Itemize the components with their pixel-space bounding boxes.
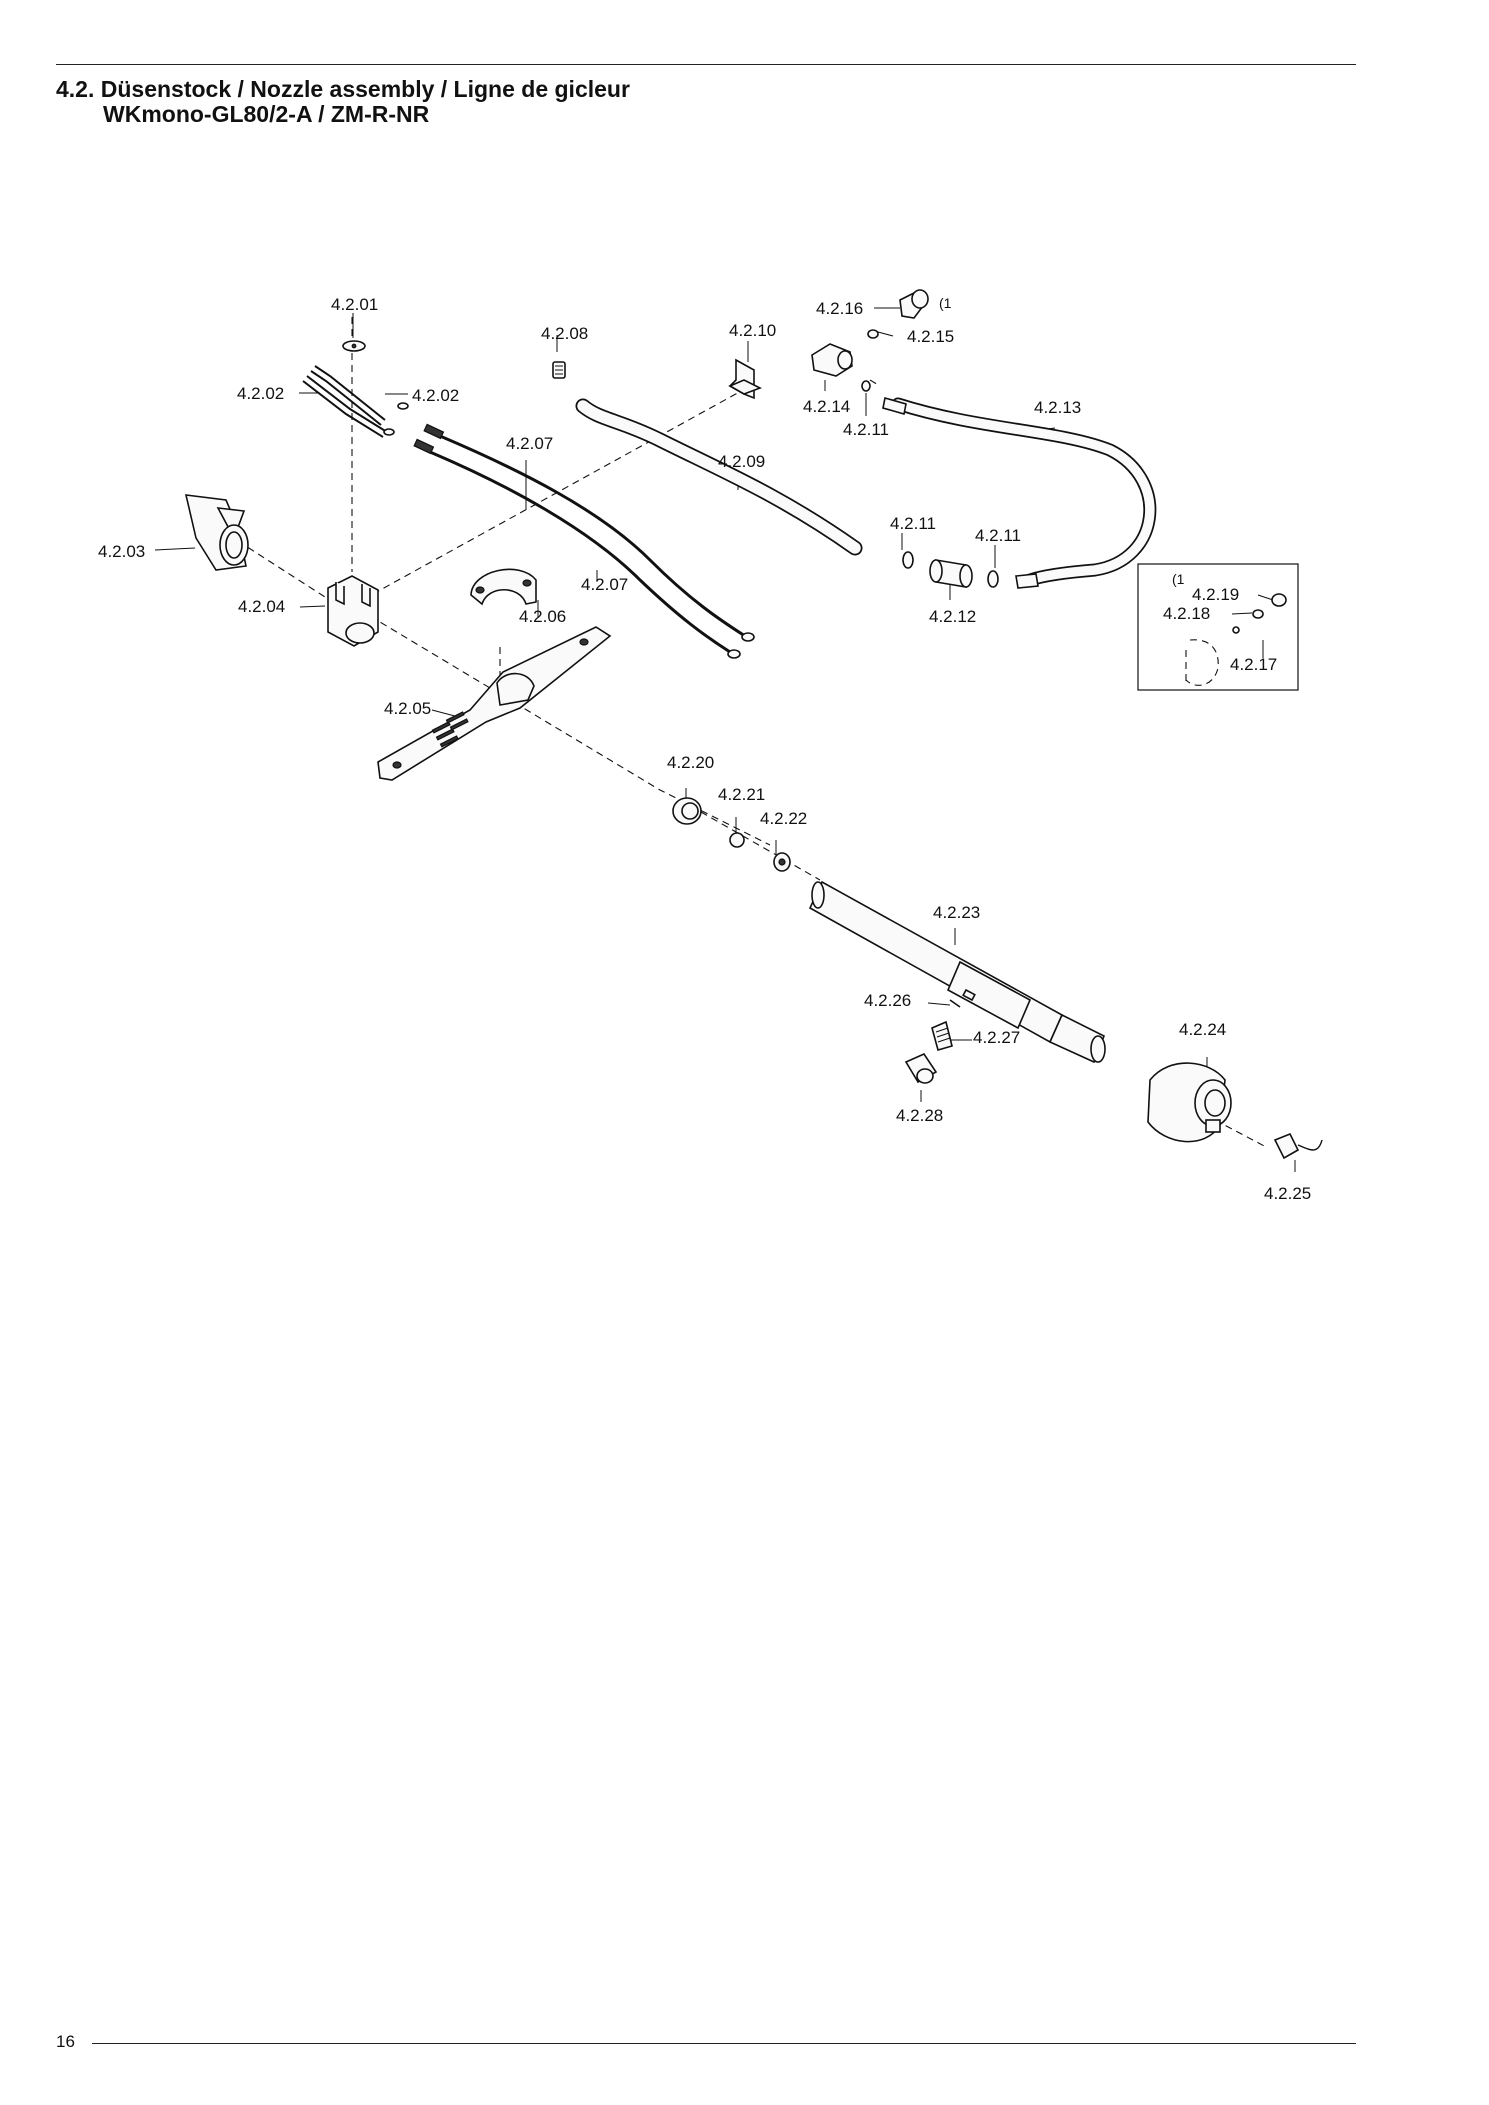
- label-4224: 4.2.24: [1179, 1020, 1226, 1039]
- footnote-marker-top: (1: [939, 295, 952, 311]
- label-4216: 4.2.16: [816, 299, 863, 318]
- fitting-4216: [899, 289, 929, 319]
- top-rule: [56, 64, 1356, 65]
- angle-bracket-4210: [728, 358, 762, 400]
- fitting-4228: [904, 1052, 938, 1084]
- oil-hose-4213: [882, 396, 1157, 589]
- label-4207-top: 4.2.07: [506, 434, 553, 453]
- seal-ring-4211-left: [902, 551, 914, 569]
- bottom-rule: [92, 2043, 1356, 2044]
- label-4201: 4.2.01: [331, 295, 378, 314]
- label-4223: 4.2.23: [933, 903, 980, 922]
- label-4209: 4.2.09: [718, 452, 765, 471]
- label-4212: 4.2.12: [929, 607, 976, 626]
- label-4227: 4.2.27: [973, 1028, 1020, 1047]
- oil-pipe-4209: [575, 398, 863, 556]
- assembly-lines: [237, 317, 1269, 1149]
- footnote-marker-inset: (1: [1172, 571, 1185, 587]
- label-4204: 4.2.04: [238, 597, 285, 616]
- label-4220: 4.2.20: [667, 753, 714, 772]
- label-4202-left: 4.2.02: [237, 384, 284, 403]
- label-4205: 4.2.05: [384, 699, 431, 718]
- label-4219: 4.2.19: [1192, 585, 1239, 604]
- label-4226: 4.2.26: [864, 991, 911, 1010]
- label-4215: 4.2.15: [907, 327, 954, 346]
- seal-ring-4215: [867, 329, 879, 339]
- label-4211-top: 4.2.11: [843, 420, 889, 439]
- nozzle-pipe-4223: [808, 880, 1106, 1064]
- part-labels: 4.2.01 4.2.02 4.2.02 4.2.03 4.2.04 4.2.0…: [98, 295, 1311, 1203]
- nipple-4227: [931, 1020, 953, 1051]
- exploded-parts-diagram: 4.2.01 4.2.02 4.2.02 4.2.03 4.2.04 4.2.0…: [98, 289, 1323, 1203]
- ignition-cables-4207: [413, 423, 755, 659]
- label-4221: 4.2.21: [718, 785, 765, 804]
- label-4218: 4.2.18: [1163, 604, 1210, 623]
- page-number: 16: [56, 2032, 75, 2051]
- inset-box: [1137, 563, 1299, 691]
- coupling-sleeve-4212: [929, 559, 973, 588]
- label-4217: 4.2.17: [1230, 655, 1277, 674]
- label-4202-right: 4.2.02: [412, 386, 459, 405]
- elbow-fitting-4214: [811, 343, 853, 377]
- pin-4226: [949, 999, 961, 1008]
- label-4207-bottom: 4.2.07: [581, 575, 628, 594]
- label-4210: 4.2.10: [729, 321, 776, 340]
- page-subtitle: WKmono-GL80/2-A / ZM-R-NR: [103, 101, 430, 127]
- seal-ring-4211-top: [861, 380, 871, 392]
- label-4211-left: 4.2.11: [890, 514, 936, 533]
- flame-disc-4203: [184, 494, 249, 571]
- page-title: 4.2. Düsenstock / Nozzle assembly / Lign…: [56, 76, 630, 102]
- label-4222: 4.2.22: [760, 809, 807, 828]
- label-4214: 4.2.14: [803, 397, 850, 416]
- seal-ring-4211-right: [987, 570, 999, 588]
- ignition-electrodes-4202: [302, 365, 409, 438]
- connector-plug-4225: [1273, 1132, 1323, 1160]
- bushing-4222: [773, 852, 791, 872]
- union-nut-4220: [672, 797, 702, 825]
- label-4213: 4.2.13: [1034, 398, 1081, 417]
- inset-parts: [1185, 593, 1287, 686]
- washer-4221: [729, 832, 745, 848]
- washer-4201-hole: [351, 343, 357, 349]
- tube-clamp-4206: [470, 568, 537, 606]
- label-4203: 4.2.03: [98, 542, 145, 561]
- label-4228: 4.2.28: [896, 1106, 943, 1125]
- solenoid-coil-4224: [1147, 1062, 1232, 1143]
- label-4206: 4.2.06: [519, 607, 566, 626]
- leader-lines: [154, 307, 1296, 1172]
- label-4225: 4.2.25: [1264, 1184, 1311, 1203]
- label-4208: 4.2.08: [541, 324, 588, 343]
- electrode-holder-4204: [327, 575, 379, 647]
- mounting-bracket-4205: [377, 626, 612, 781]
- label-4211-right: 4.2.11: [975, 526, 1021, 545]
- nipple-4208: [552, 361, 566, 379]
